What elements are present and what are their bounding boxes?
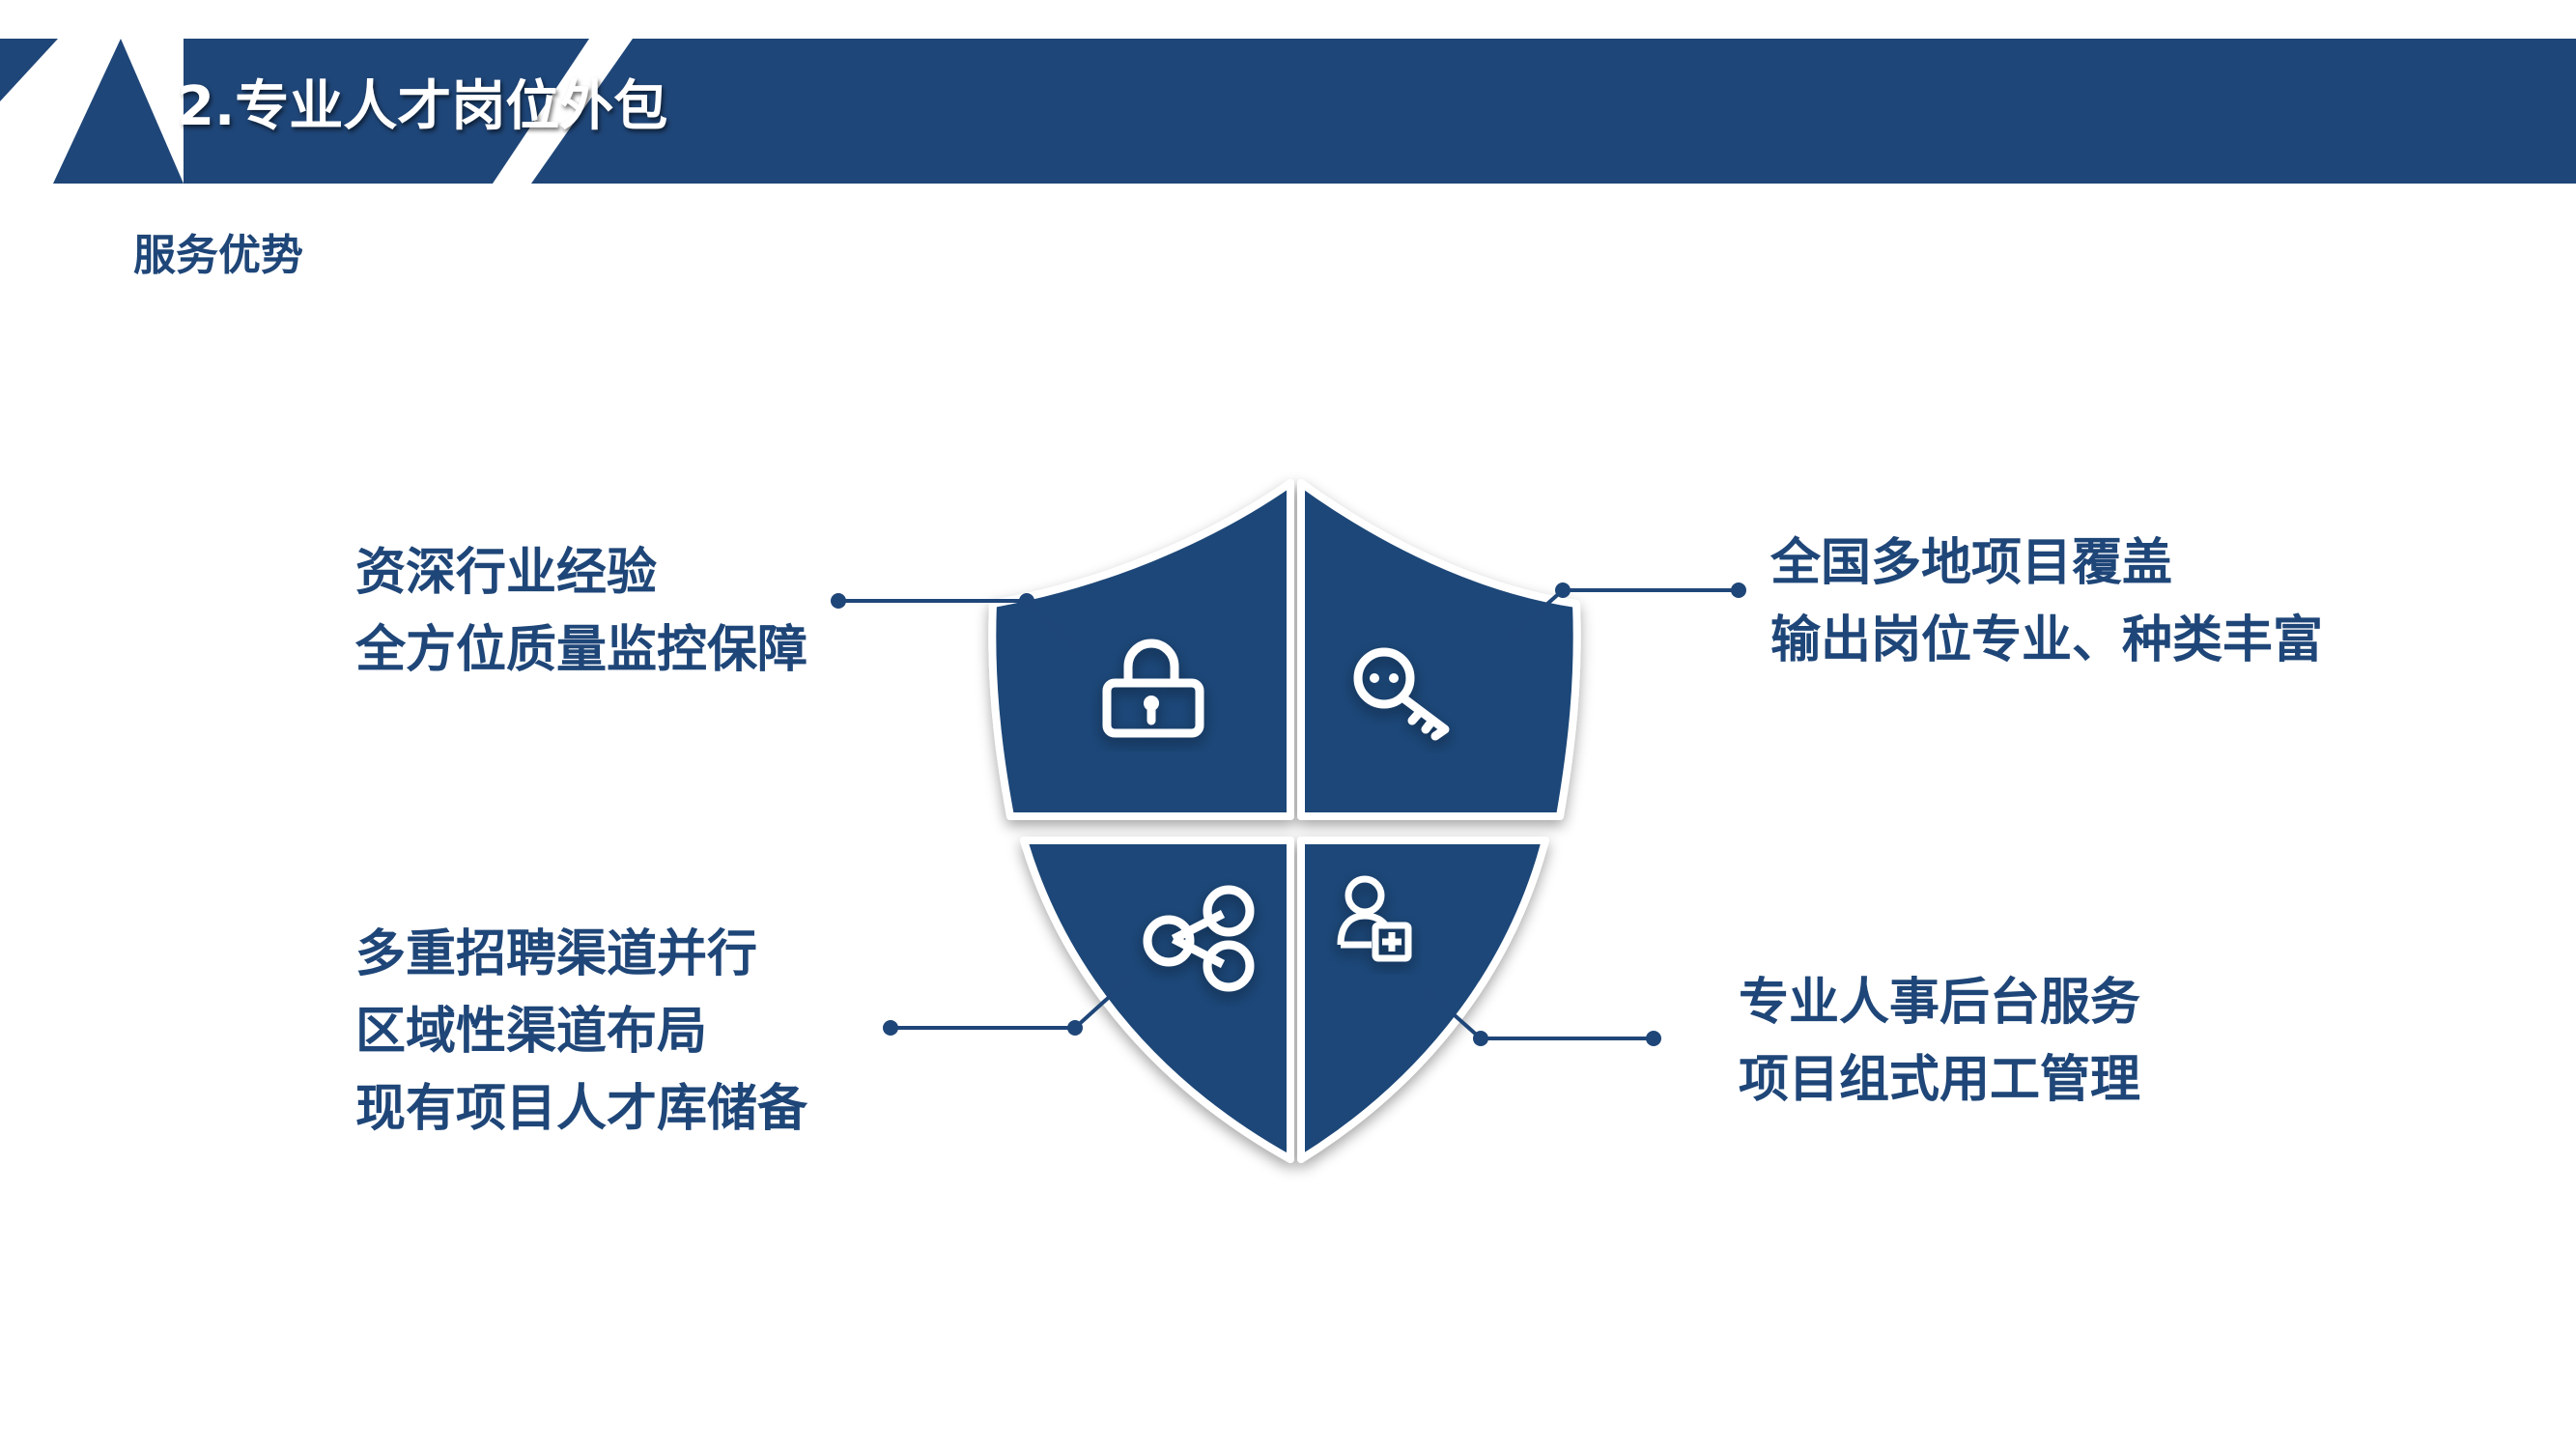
connector-lines xyxy=(831,582,1746,1046)
feature-line: 多重招聘渠道并行 xyxy=(355,925,758,983)
feature-line: 全国多地项目覆盖 xyxy=(1770,534,2173,592)
feature-line: 项目组式用工管理 xyxy=(1739,1051,2141,1109)
feature-line: 区域性渠道布局 xyxy=(355,1003,708,1061)
connector-top-left xyxy=(831,593,1081,652)
connector-bottom-left xyxy=(883,976,1132,1036)
key-icon xyxy=(1353,647,1450,741)
feature-bottom-left: 多重招聘渠道并行 区域性渠道布局 现有项目人才库储备 xyxy=(355,916,807,1148)
shield-quadrant-bottom-left xyxy=(1020,837,1294,1163)
feature-top-right: 全国多地项目覆盖 输出岗位专业、种类丰富 xyxy=(1770,525,2323,679)
feature-line: 输出岗位专业、种类丰富 xyxy=(1770,611,2324,669)
add-user-icon xyxy=(1337,875,1412,962)
feature-bottom-right: 专业人事后台服务 项目组式用工管理 xyxy=(1739,964,2140,1119)
page-title: 2.专业人才岗位外包 xyxy=(177,75,668,138)
feature-line: 现有项目人才库储备 xyxy=(355,1080,808,1138)
lock-icon xyxy=(1102,639,1204,738)
feature-line: 资深行业经验 xyxy=(355,544,658,602)
section-subtitle: 服务优势 xyxy=(133,231,303,280)
share-icon xyxy=(1143,885,1255,992)
connector-bottom-right xyxy=(1423,986,1661,1046)
shield-quadrant-bottom-right xyxy=(1297,837,1549,1163)
feature-line: 全方位质量监控保障 xyxy=(355,621,808,679)
connector-top-right xyxy=(1508,582,1746,639)
shield-quadrant-top-right xyxy=(1297,479,1581,820)
feature-top-left: 资深行业经验 全方位质量监控保障 xyxy=(355,534,807,689)
feature-line: 专业人事后台服务 xyxy=(1739,974,2141,1032)
header-banner xyxy=(0,39,2576,184)
